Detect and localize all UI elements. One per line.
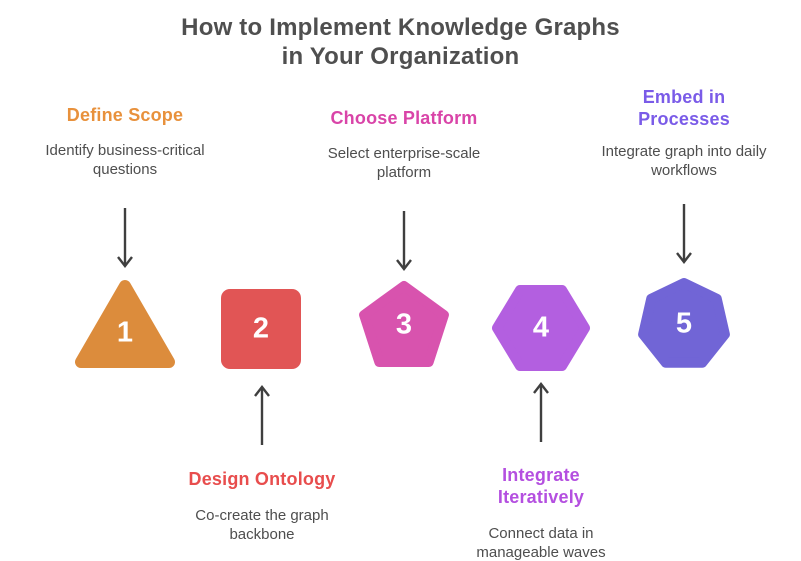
step-4-shape-hexagon: 4 [491, 284, 591, 372]
step-4-description: Connect data in manageable waves [476, 525, 606, 561]
step-2-heading: Design Ontology [188, 469, 336, 489]
page-title: How to Implement Knowledge Graphs in You… [0, 13, 801, 71]
step-1-description: Identify business-critical questions [45, 142, 205, 178]
step-5-heading: Embed in Processes [638, 87, 730, 129]
step-4-number: 4 [532, 311, 550, 344]
page-title-line-2: in Your Organization [281, 43, 520, 70]
heptagon-icon [638, 278, 730, 368]
step-1-shape-triangle: 1 [73, 278, 177, 370]
step-4-heading: Integrate Iteratively [497, 465, 585, 507]
square-icon [221, 289, 301, 369]
step-2-description: Co-create the graph backbone [195, 507, 329, 543]
step-5-number: 5 [675, 307, 693, 340]
triangle-icon [75, 280, 175, 368]
step-5-description: Integrate graph into daily workflows [601, 143, 767, 179]
pentagon-icon [359, 281, 449, 367]
step-3-description: Select enterprise-scale platform [327, 145, 481, 181]
step-3-number: 3 [395, 308, 413, 341]
page-title-line-1: How to Implement Knowledge Graphs [181, 14, 620, 41]
arrow-down-icon [117, 208, 133, 268]
arrow-down-icon [396, 211, 412, 271]
step-1-number: 1 [116, 316, 134, 349]
step-3-heading: Choose Platform [330, 108, 478, 128]
step-3-shape-pentagon: 3 [355, 280, 453, 370]
step-1-heading: Define Scope [66, 105, 184, 125]
arrow-up-icon [254, 385, 270, 445]
step-2-shape-square: 2 [220, 288, 302, 370]
arrow-up-icon [533, 382, 549, 442]
hexagon-icon [492, 285, 590, 371]
arrow-down-icon [676, 204, 692, 264]
step-2-number: 2 [252, 312, 270, 345]
step-5-shape-heptagon: 5 [633, 277, 735, 371]
